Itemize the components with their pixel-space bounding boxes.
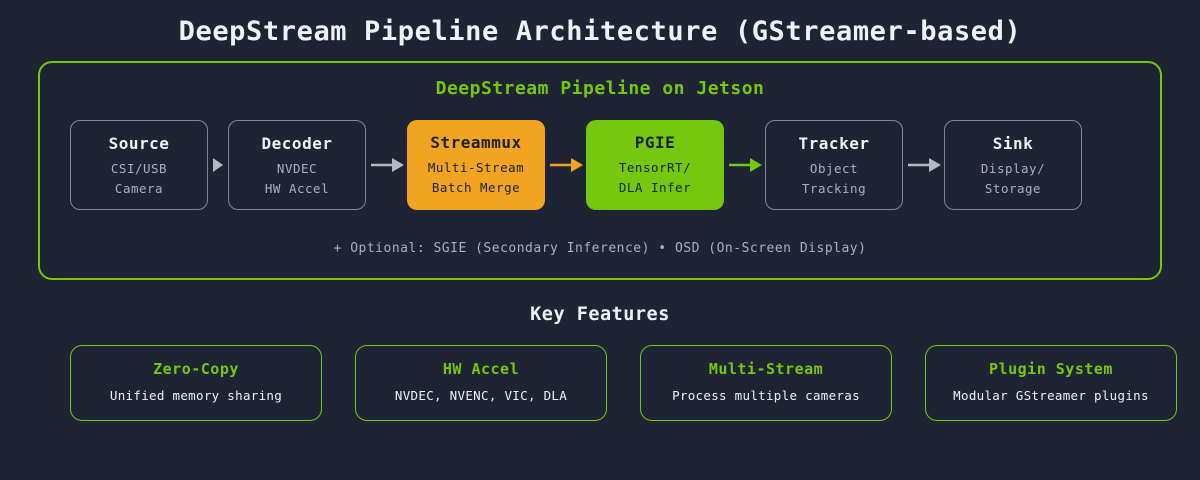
stage-title: PGIE bbox=[634, 133, 676, 152]
stage-subtitle-line: Batch Merge bbox=[431, 180, 521, 195]
pipeline-stage-streammux: Streammux Multi-Stream Batch Merge bbox=[407, 120, 545, 210]
pipeline-stage-source: Source CSI/USB Camera bbox=[70, 120, 208, 210]
feature-card-multi-stream: Multi-Stream Process multiple cameras bbox=[640, 345, 892, 421]
stage-subtitle-line: HW Accel bbox=[264, 181, 330, 196]
flow-triangle-icon bbox=[208, 120, 228, 210]
flow-arrow-icon bbox=[545, 120, 586, 210]
flow-arrow-icon bbox=[366, 120, 407, 210]
stage-title: Source bbox=[108, 134, 170, 153]
flow-arrow-icon bbox=[903, 120, 944, 210]
page-title: DeepStream Pipeline Architecture (GStrea… bbox=[178, 16, 1022, 47]
feature-title: Plugin System bbox=[989, 360, 1113, 378]
pipeline-stage-sink: Sink Display/ Storage bbox=[944, 120, 1082, 210]
stage-title: Sink bbox=[992, 134, 1034, 153]
stage-subtitle-line: Object bbox=[809, 161, 859, 176]
stage-subtitle-line: DLA Infer bbox=[618, 180, 692, 195]
feature-title: Multi-Stream bbox=[708, 360, 824, 378]
stage-subtitle-line: Camera bbox=[114, 181, 164, 196]
stage-title: Streammux bbox=[430, 133, 522, 152]
optional-components-note: + Optional: SGIE (Secondary Inference) •… bbox=[333, 241, 867, 256]
feature-card-plugin-system: Plugin System Modular GStreamer plugins bbox=[925, 345, 1177, 421]
feature-subtitle: Unified memory sharing bbox=[109, 388, 283, 403]
pipeline-stage-decoder: Decoder NVDEC HW Accel bbox=[228, 120, 366, 210]
key-features-row: Zero-Copy Unified memory sharing HW Acce… bbox=[70, 345, 1200, 421]
stage-subtitle-line: TensorRT/ bbox=[618, 160, 692, 175]
feature-card-zero-copy: Zero-Copy Unified memory sharing bbox=[70, 345, 322, 421]
flow-arrow-icon bbox=[724, 120, 765, 210]
stage-subtitle-line: Multi-Stream bbox=[427, 160, 525, 175]
stage-subtitle-line: CSI/USB bbox=[110, 161, 168, 176]
pipeline-stage-row: Source CSI/USB Camera Decoder NVDEC HW A… bbox=[40, 120, 1160, 210]
key-features-heading: Key Features bbox=[530, 304, 670, 325]
pipeline-stage-tracker: Tracker Object Tracking bbox=[765, 120, 903, 210]
feature-subtitle: NVDEC, NVENC, VIC, DLA bbox=[394, 388, 568, 403]
stage-title: Tracker bbox=[798, 134, 870, 153]
stage-subtitle-line: Display/ bbox=[980, 161, 1046, 176]
pipeline-stage-pgie: PGIE TensorRT/ DLA Infer bbox=[586, 120, 724, 210]
pipeline-diagram: DeepStream Pipeline on Jetson Source CSI… bbox=[38, 61, 1162, 280]
feature-title: Zero-Copy bbox=[153, 360, 239, 378]
stage-subtitle-line: Tracking bbox=[801, 181, 867, 196]
stage-subtitle-line: Storage bbox=[984, 181, 1042, 196]
feature-subtitle: Modular GStreamer plugins bbox=[953, 388, 1149, 403]
feature-subtitle: Process multiple cameras bbox=[672, 388, 860, 403]
feature-card-hw-accel: HW Accel NVDEC, NVENC, VIC, DLA bbox=[355, 345, 607, 421]
stage-subtitle-line: NVDEC bbox=[276, 161, 318, 176]
stage-title: Decoder bbox=[261, 134, 333, 153]
pipeline-title: DeepStream Pipeline on Jetson bbox=[435, 78, 765, 99]
feature-title: HW Accel bbox=[442, 360, 520, 378]
